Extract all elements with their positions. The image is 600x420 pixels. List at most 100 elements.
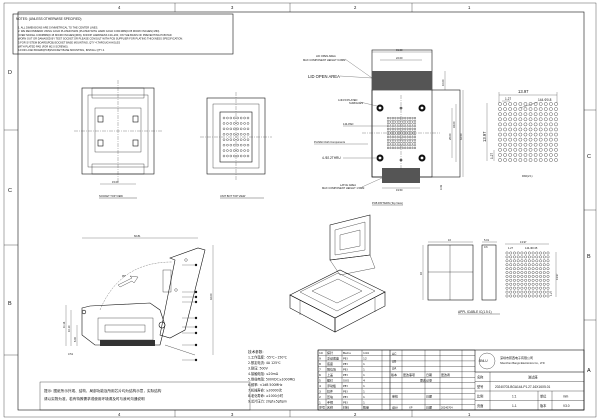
pad [554, 102, 558, 106]
parts-cell: 3 [319, 389, 321, 393]
pad [503, 117, 507, 122]
pad [544, 158, 548, 162]
inner-frame [17, 11, 585, 411]
pad [498, 112, 502, 116]
pad [414, 119, 416, 122]
pad [399, 117, 402, 119]
pad [509, 271, 513, 274]
pad [533, 132, 538, 137]
tech-line: 4.接触电阻: ≤20mΩ [248, 371, 279, 376]
note-line: WORN OUT OR DAMAGED BY TEST SOCKET.OR PL… [18, 37, 183, 41]
pad [513, 127, 518, 132]
pad [503, 137, 507, 142]
pad [387, 122, 389, 125]
pad [396, 127, 399, 130]
pad [246, 143, 250, 147]
tech-line: 8.老化寿命: ≥1000小时 [248, 393, 284, 398]
pad [520, 286, 524, 290]
pad [396, 125, 399, 128]
date-label: 日期 [426, 405, 432, 410]
pad [539, 263, 542, 267]
pad [513, 251, 516, 255]
revision-mark: ΔC [392, 352, 397, 356]
pad [246, 154, 250, 158]
pad [542, 294, 546, 298]
pad [503, 132, 507, 137]
dim: 16 [419, 272, 423, 275]
dim: 13.97 [555, 273, 559, 280]
pad [229, 122, 233, 125]
callout: MAX COMPONENT HEIGHT 6.0MM [303, 58, 345, 62]
callout: SURFACES [349, 101, 363, 105]
parts-cell: 压块 [327, 394, 333, 399]
footnote-block: 提示: 图纸所示外观、结构、局部功能及所用芯片均为结构示意，实际结构 请以实物为… [39, 381, 251, 411]
pad [236, 149, 239, 152]
pad [396, 136, 399, 139]
dim: 42.00 [209, 293, 213, 300]
pad [527, 259, 531, 263]
parts-cell: 1 [363, 400, 365, 404]
pad [538, 148, 543, 152]
pad [222, 133, 226, 136]
pad [226, 133, 229, 136]
pad [246, 127, 250, 131]
callout: LATCH AREA [340, 183, 356, 187]
pad [531, 255, 535, 259]
pad [513, 107, 518, 111]
pad [389, 130, 392, 133]
pad [236, 154, 239, 158]
pad [509, 267, 513, 271]
pad [406, 136, 409, 139]
pad [533, 107, 538, 111]
zone-markers: 4 3 2 1 4 3 2 1 D C B C B A [4, 3, 596, 417]
pad [546, 278, 550, 282]
pad [518, 122, 523, 127]
pad [229, 149, 233, 152]
pad [549, 112, 553, 116]
pad [409, 147, 412, 149]
pad [226, 116, 229, 120]
note-line: WITH PLATED PAD (FOR M2.0 SCREWS). [18, 44, 69, 48]
dim: 10.10 [67, 325, 71, 332]
pad [508, 158, 512, 162]
pad [524, 259, 528, 263]
pad [542, 275, 546, 278]
pad [538, 127, 543, 132]
pad [544, 102, 548, 106]
revision-mark: ΔA [392, 367, 397, 371]
pad [243, 122, 246, 125]
pad [389, 122, 392, 125]
pad [508, 122, 512, 127]
pad [226, 149, 229, 152]
pad [538, 142, 543, 147]
pad [389, 147, 392, 149]
parts-cell: 1 [363, 373, 365, 377]
pad [404, 117, 407, 119]
pad [523, 137, 528, 142]
pad [524, 263, 528, 267]
pad [523, 117, 528, 122]
pad [542, 255, 546, 259]
callout: Prohibit Cloth Components [314, 140, 346, 144]
pad [391, 136, 394, 139]
pad [538, 132, 543, 137]
view-label: PAD(2:1) [522, 174, 533, 178]
pad [399, 147, 402, 149]
pad [523, 102, 528, 106]
pad [524, 286, 528, 290]
col-marker: 2 [354, 412, 357, 417]
pad [404, 133, 407, 136]
pad [409, 144, 412, 147]
pad [554, 137, 558, 142]
pad [508, 127, 512, 132]
pad [246, 116, 250, 120]
pad [389, 141, 392, 144]
pad [538, 153, 543, 157]
pad [409, 125, 412, 128]
pad [406, 138, 409, 141]
dim: 95° [122, 274, 126, 278]
pad [394, 119, 397, 122]
pad [538, 122, 543, 127]
note-line: 2. WE RECOMMEND USING GOLD PLATED PADS (… [18, 29, 160, 33]
designer: XP [409, 406, 413, 410]
